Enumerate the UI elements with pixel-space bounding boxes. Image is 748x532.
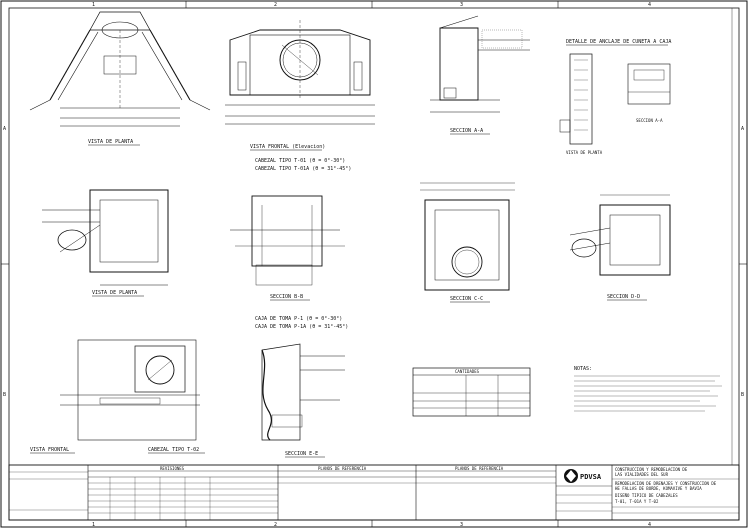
project-line-1: CONSTRUCCION Y REMODELACION DE — [615, 467, 688, 472]
view-seccion-c: SECCION C-C — [420, 182, 515, 303]
grid-row-a-left: A — [3, 126, 6, 132]
grid-row-b-left: B — [3, 392, 6, 398]
grid-col-3-bottom: 3 — [460, 522, 463, 528]
caja-p1-title: CAJA DE TOMA P-1 (θ = 0°-30°) — [255, 316, 342, 322]
seccion-a-det-title: SECCION A-A — [636, 118, 663, 123]
cantidades-title: CANTIDADES — [455, 369, 480, 374]
grid-col-4-top: 4 — [648, 2, 651, 8]
seccion-c-title: SECCION C-C — [450, 296, 483, 302]
description-line-1: REMODELACION DE DRENAJES Y CONSTRUCCION … — [615, 481, 717, 486]
grid-col-1-bottom: 1 — [92, 522, 95, 528]
detalle-anclaje-title: DETALLE DE ANCLAJE DE CUNETA A CAJA — [566, 39, 671, 45]
grid-col-2-bottom: 2 — [274, 522, 277, 528]
cabezal-t01-title: CABEZAL TIPO T-01 (θ = 0°-30°) — [255, 158, 345, 164]
planos-ref-header-2: PLANOS DE REFERENCIA — [455, 466, 504, 471]
company-name: PDVSA — [580, 473, 602, 481]
vista-frontal-2-title: VISTA FRONTAL — [30, 447, 69, 453]
view-seccion-b: SECCION B-B — [230, 195, 345, 301]
vista-planta-1-title: VISTA DE PLANTA — [88, 139, 133, 145]
grid-col-1-top: 1 — [92, 2, 95, 8]
seccion-a-title: SECCION A-A — [450, 128, 483, 134]
grid-col-2-top: 2 — [274, 2, 277, 8]
seccion-b-title: SECCION B-B — [270, 294, 303, 300]
notes-block: NOTAS: — [574, 366, 722, 412]
view-seccion-a: SECCION A-A — [430, 15, 530, 135]
description-line-4: T-01, T-01A Y T-02 — [615, 499, 659, 504]
pdvsa-logo: PDVSA — [564, 469, 602, 483]
cabezal-t01a-title: CABEZAL TIPO T-01A (θ = 31°-45°) — [255, 166, 351, 172]
seccion-d-title: SECCION D-D — [607, 294, 640, 300]
view-detalle-anclaje: DETALLE DE ANCLAJE DE CUNETA A CAJA VIST… — [559, 39, 671, 155]
view-seccion-d: SECCION D-D — [569, 194, 671, 301]
drawing-frame — [8, 7, 740, 521]
cabezal-t02-title: CABEZAL TIPO T-02 — [148, 447, 199, 453]
description-line-3: DISEÑO TIPICO DE CABEZALES — [615, 493, 678, 498]
view-frontal-1: VISTA FRONTAL (Elevacion) — [225, 20, 375, 151]
project-line-2: LAS VIALIDADES DEL SUR — [615, 472, 669, 477]
description-line-2: HE FALLAS DE BORDE, KOMAVIVE Y BAVIA — [615, 486, 702, 491]
grid-col-4-bottom: 4 — [648, 522, 651, 528]
grid-row-b-right: B — [741, 392, 744, 398]
grid-col-3-top: 3 — [460, 2, 463, 8]
planos-ref-header-1: PLANOS DE REFERENCIA — [318, 466, 367, 471]
view-frontal-2: VISTA FRONTAL CABEZAL TIPO T-02 — [30, 339, 205, 454]
grid-row-a-right: A — [741, 126, 744, 132]
vista-planta-det-title: VISTA DE PLANTA — [566, 150, 603, 155]
seccion-e-title: SECCION E-E — [285, 451, 318, 457]
notas-title: NOTAS: — [574, 366, 592, 372]
vista-planta-2-title: VISTA DE PLANTA — [92, 290, 137, 296]
title-block: REVISIONES PLANOS DE REFERENCIA PLANOS D… — [8, 464, 740, 521]
view-seccion-e: SECCION E-E — [261, 343, 345, 458]
revisiones-header: REVISIONES — [160, 466, 185, 471]
view-planta-wings: VISTA DE PLANTA — [29, 11, 211, 146]
caja-p1a-title: CAJA DE TOMA P-1A (θ = 31°-45°) — [255, 324, 348, 330]
vista-frontal-1-title: VISTA FRONTAL (Elevacion) — [250, 144, 325, 150]
cantidades-table: CANTIDADES — [412, 367, 531, 417]
view-planta-2: VISTA DE PLANTA — [42, 189, 169, 297]
